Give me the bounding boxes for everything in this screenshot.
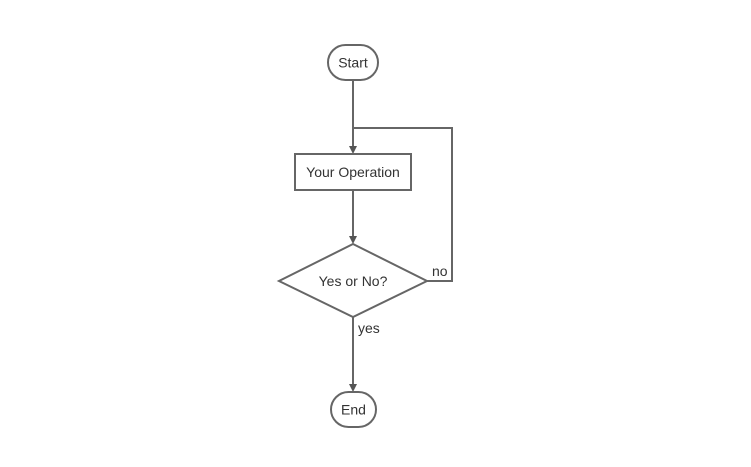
arrowhead (349, 236, 357, 244)
decision-node[interactable]: Yes or No? (276, 242, 430, 319)
start-node[interactable]: Start (327, 44, 379, 81)
operation-node-label: Your Operation (306, 164, 400, 180)
edge-label-no: no (432, 263, 448, 279)
start-node-label: Start (338, 55, 368, 71)
end-node[interactable]: End (330, 391, 377, 428)
edge-operation-to-decision (349, 190, 357, 244)
edge-start-to-operation (349, 80, 357, 154)
arrowhead (349, 146, 357, 154)
end-node-label: End (341, 402, 366, 418)
operation-node[interactable]: Your Operation (294, 153, 412, 191)
edge-decision-to-end (349, 317, 357, 392)
arrowhead (349, 384, 357, 392)
decision-node-label: Yes or No? (319, 273, 388, 289)
edge-decision-no-loop (353, 127, 453, 282)
edge-label-yes: yes (358, 320, 380, 336)
